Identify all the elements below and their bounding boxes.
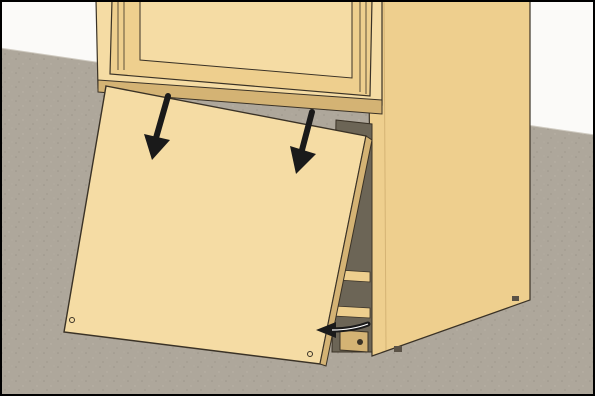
clip-bracket (340, 330, 368, 352)
cabinet-side-panel (368, 0, 530, 356)
kickplate-panel (64, 86, 366, 364)
